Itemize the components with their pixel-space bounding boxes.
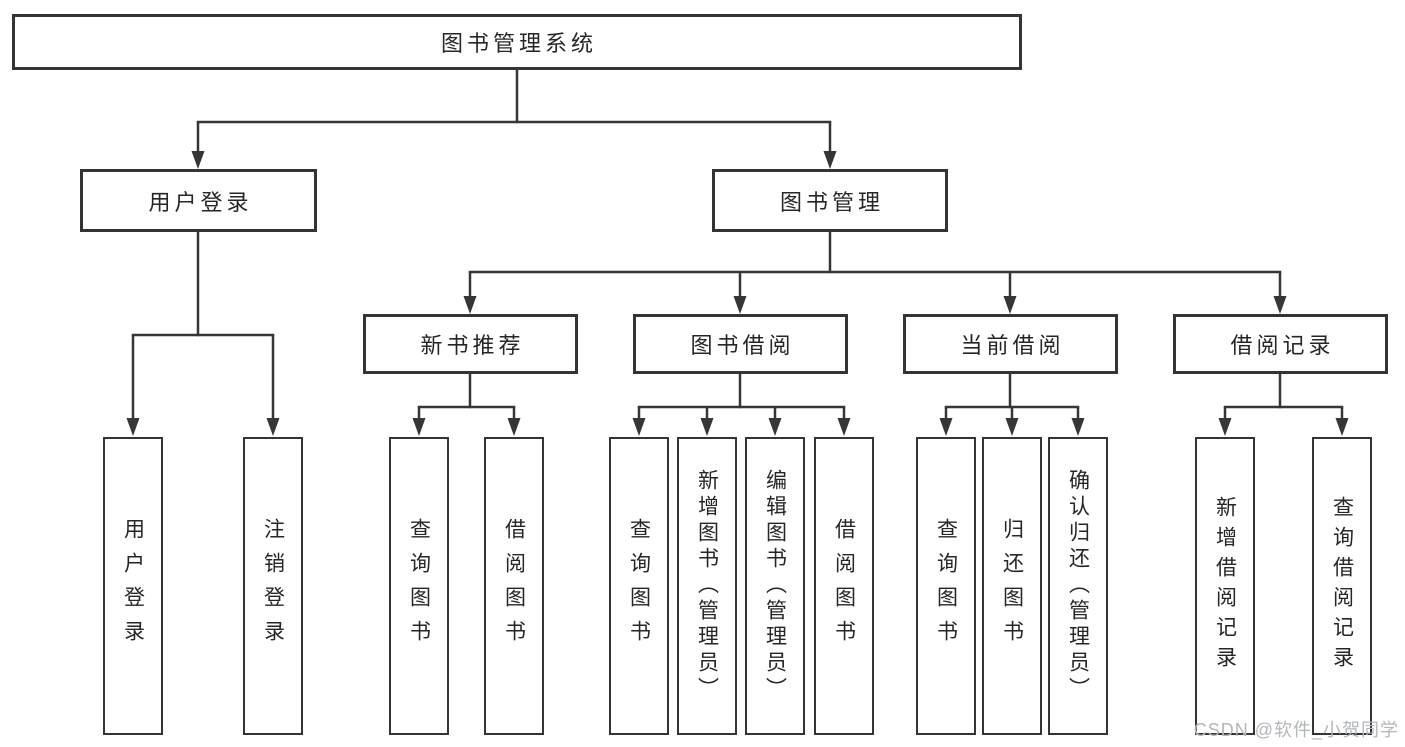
node-label: 借阅图书 — [502, 518, 526, 654]
watermark-text: CSDN @软件_小贺同学 — [1193, 720, 1399, 740]
node-leaf-confirm-return-admin: 确认归还（管理员） — [1048, 437, 1108, 735]
node-library-management-system: 图书管理系统 — [12, 14, 1022, 70]
node-book-management: 图书管理 — [712, 169, 948, 232]
node-label: 新书推荐 — [420, 333, 525, 358]
node-leaf-query-borrow-record: 查询借阅记录 — [1312, 437, 1372, 735]
connector-book-borrowing-to-leaves — [632, 374, 851, 436]
node-leaf-logout: 注销登录 — [243, 437, 303, 735]
node-label: 借阅记录 — [1230, 333, 1335, 358]
node-label: 当前借阅 — [960, 333, 1065, 358]
node-label: 查询借阅记录 — [1330, 496, 1354, 676]
node-user-login: 用户登录 — [80, 169, 317, 232]
node-label: 图书管理 — [779, 189, 884, 215]
node-borrowing-records: 借阅记录 — [1173, 314, 1388, 374]
node-leaf-add-borrow-record: 新增借阅记录 — [1195, 437, 1255, 735]
node-label: 编辑图书（管理员） — [763, 469, 787, 703]
node-leaf-query-books-recommendation: 查询图书 — [389, 437, 449, 735]
node-label: 注销登录 — [261, 518, 285, 654]
node-label: 借阅图书 — [832, 518, 856, 654]
node-label: 查询图书 — [407, 518, 431, 654]
node-label: 图书借阅 — [690, 333, 795, 358]
node-label: 图书管理系统 — [440, 31, 597, 56]
node-leaf-borrow-books-borrowing: 借阅图书 — [814, 437, 874, 735]
node-label: 新增图书（管理员） — [695, 469, 719, 703]
node-leaf-edit-books-admin: 编辑图书（管理员） — [745, 437, 805, 735]
node-leaf-add-books-admin: 新增图书（管理员） — [677, 437, 737, 735]
connector-book-management-to-level3 — [463, 232, 1287, 314]
node-label: 查询图书 — [627, 518, 651, 654]
node-label: 归还图书 — [1000, 518, 1024, 654]
node-label: 用户登录 — [148, 189, 253, 215]
node-label: 新增借阅记录 — [1213, 496, 1237, 676]
node-label: 查询图书 — [934, 518, 958, 654]
connector-user-login-to-leaves — [126, 232, 280, 436]
node-leaf-return-books: 归还图书 — [982, 437, 1042, 735]
node-current-borrowing: 当前借阅 — [903, 314, 1118, 374]
node-label: 用户登录 — [121, 518, 145, 654]
node-book-borrowing: 图书借阅 — [633, 314, 848, 374]
connector-root-to-level2 — [191, 70, 837, 169]
node-leaf-borrow-books-recommendation: 借阅图书 — [484, 437, 544, 735]
node-new-book-recommendation: 新书推荐 — [363, 314, 578, 374]
connector-new-book-recommendation-to-leaves — [412, 374, 521, 436]
node-leaf-query-books-current: 查询图书 — [916, 437, 976, 735]
connector-borrowing-records-to-leaves — [1218, 374, 1349, 436]
connector-current-borrowing-to-leaves — [939, 374, 1085, 436]
node-label: 确认归还（管理员） — [1066, 469, 1090, 703]
node-leaf-user-login: 用户登录 — [103, 437, 163, 735]
node-leaf-query-books-borrowing: 查询图书 — [609, 437, 669, 735]
